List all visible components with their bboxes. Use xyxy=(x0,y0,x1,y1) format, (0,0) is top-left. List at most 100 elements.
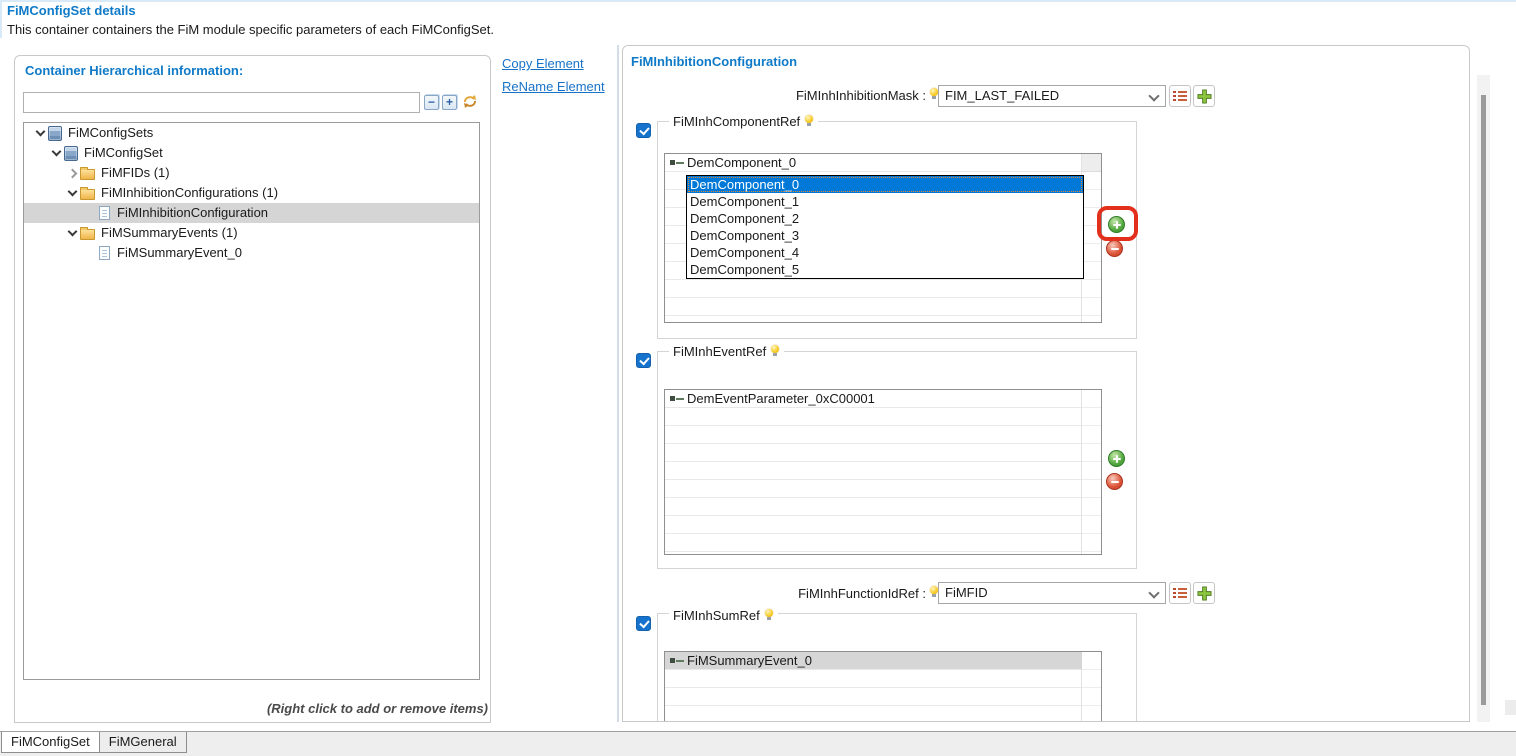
inhibition-mask-select[interactable]: FIM_LAST_FAILED xyxy=(938,85,1166,107)
lightbulb-icon xyxy=(770,345,780,358)
table-scroll-column xyxy=(1081,390,1101,554)
chevron-expanded-icon[interactable] xyxy=(66,226,80,240)
left-border xyxy=(0,0,2,38)
tree-item-label: FiMSummaryEvents (1) xyxy=(101,225,238,240)
dropdown-option[interactable]: DemComponent_0 xyxy=(687,176,1083,193)
dropdown-option[interactable]: DemComponent_3 xyxy=(690,228,800,243)
lightbulb-icon xyxy=(929,586,939,599)
tree-item-fimsummaryevent-0[interactable]: FiMSummaryEvent_0 xyxy=(24,243,479,263)
tree-item-label: FiMConfigSets xyxy=(68,125,154,140)
annotation-highlight xyxy=(1097,206,1138,241)
inhibition-mask-value: FIM_LAST_FAILED xyxy=(945,88,1060,103)
tree-item-fiminhibitionconfiguration[interactable]: FiMInhibitionConfiguration xyxy=(24,203,479,223)
dropdown-option[interactable]: DemComponent_4 xyxy=(690,245,800,260)
table-scroll-column xyxy=(1081,154,1101,322)
function-id-ref-value: FiMFID xyxy=(945,585,988,600)
inhibition-configuration-panel: FiMInhibitionConfiguration FiMInhInhibit… xyxy=(622,45,1470,722)
tree-item-fiminhibitionconfigurations-1[interactable]: FiMInhibitionConfigurations (1) xyxy=(24,183,479,203)
dropdown-option[interactable]: DemComponent_5 xyxy=(690,262,800,277)
table-grid xyxy=(665,390,1082,554)
chevron-collapsed-icon[interactable] xyxy=(66,166,80,180)
tree-item-label: FiMInhibitionConfiguration xyxy=(117,205,269,220)
reference-icon xyxy=(670,394,684,403)
sum-ref-checkbox[interactable] xyxy=(636,616,651,631)
event-ref-add-button[interactable] xyxy=(1108,450,1125,467)
page-description: This container containers the FiM module… xyxy=(7,22,494,37)
event-ref-legend: FiMInhEventRef xyxy=(669,344,785,359)
component-ref-add-button[interactable] xyxy=(1108,216,1125,233)
folder-icon xyxy=(80,187,95,200)
page-title: FiMConfigSet details xyxy=(7,3,136,18)
inhibition-configuration-title: FiMInhibitionConfiguration xyxy=(631,54,798,69)
list-icon xyxy=(1173,588,1187,598)
top-border xyxy=(0,0,1516,2)
chevron-expanded-icon[interactable] xyxy=(34,126,48,140)
tree-item-fimconfigsets[interactable]: FiMConfigSets xyxy=(24,123,479,143)
event-ref-remove-button[interactable] xyxy=(1106,473,1123,490)
tree-filter-input[interactable] xyxy=(23,92,420,113)
tree-item-label: FiMConfigSet xyxy=(84,145,163,160)
event-ref-table[interactable]: DemEventParameter_0xC00001 xyxy=(664,389,1102,555)
tree-item-label: FiMSummaryEvent_0 xyxy=(117,245,242,260)
sum-ref-table[interactable]: FiMSummaryEvent_0 xyxy=(664,651,1102,721)
expand-all-button[interactable]: + xyxy=(442,95,457,110)
chevron-expanded-icon[interactable] xyxy=(50,146,64,160)
reference-icon xyxy=(670,656,684,665)
chevron-down-icon xyxy=(1148,90,1160,102)
collapse-all-button[interactable]: − xyxy=(424,95,439,110)
hierarchy-panel-title: Container Hierarchical information: xyxy=(25,63,244,78)
refresh-icon[interactable] xyxy=(461,93,479,110)
dropdown-option[interactable]: DemComponent_1 xyxy=(690,194,800,209)
component-ref-checkbox[interactable] xyxy=(636,123,651,138)
function-id-ref-select[interactable]: FiMFID xyxy=(938,582,1166,604)
folder-icon xyxy=(80,167,95,180)
tree-item-fimsummaryevents-1[interactable]: FiMSummaryEvents (1) xyxy=(24,223,479,243)
mask-add-button[interactable] xyxy=(1193,85,1215,107)
list-icon xyxy=(1173,91,1187,101)
chevron-expanded-icon[interactable] xyxy=(66,186,80,200)
lightbulb-icon xyxy=(764,609,774,622)
container-hierarchy-panel: Container Hierarchical information: − + … xyxy=(14,55,491,723)
document-icon xyxy=(99,246,110,260)
plus-icon xyxy=(1196,88,1212,104)
module-icon xyxy=(48,125,62,141)
rename-element-link[interactable]: ReName Element xyxy=(502,79,605,94)
panel-divider xyxy=(617,45,619,722)
vertical-scrollbar[interactable] xyxy=(1477,75,1490,722)
table-row[interactable]: DemComponent_0 xyxy=(665,154,796,171)
sum-ref-legend: FiMInhSumRef xyxy=(669,608,778,623)
module-icon xyxy=(64,145,78,161)
table-row[interactable]: DemEventParameter_0xC00001 xyxy=(665,390,875,407)
tree-item-label: FiMFIDs (1) xyxy=(101,165,170,180)
tree-item-fimconfigset[interactable]: FiMConfigSet xyxy=(24,143,479,163)
tab-fimgeneral[interactable]: FiMGeneral xyxy=(98,732,187,753)
function-id-list-button[interactable] xyxy=(1169,582,1191,604)
scrollbar-thumb[interactable] xyxy=(1481,95,1486,705)
lightbulb-icon xyxy=(929,88,939,101)
component-ref-legend: FiMInhComponentRef xyxy=(669,114,819,129)
tab-bar-border xyxy=(0,731,1516,732)
function-id-ref-label: FiMInhFunctionIdRef : xyxy=(798,586,926,601)
folder-icon xyxy=(80,227,95,240)
chevron-down-icon xyxy=(1148,587,1160,599)
tab-fimconfigset[interactable]: FiMConfigSet xyxy=(1,732,100,753)
function-id-add-button[interactable] xyxy=(1193,582,1215,604)
scrollbar-corner xyxy=(1505,700,1516,715)
tree-item-label: FiMInhibitionConfigurations (1) xyxy=(101,185,279,200)
event-ref-checkbox[interactable] xyxy=(636,353,651,368)
table-row[interactable]: FiMSummaryEvent_0 xyxy=(665,652,1082,669)
document-icon xyxy=(99,206,110,220)
component-ref-remove-button[interactable] xyxy=(1106,240,1123,257)
tree-footnote: (Right click to add or remove items) xyxy=(266,701,488,716)
tree-item-fimfids-1[interactable]: FiMFIDs (1) xyxy=(24,163,479,183)
copy-element-link[interactable]: Copy Element xyxy=(502,56,584,71)
reference-icon xyxy=(670,158,684,167)
lightbulb-icon xyxy=(804,115,814,128)
dropdown-option[interactable]: DemComponent_2 xyxy=(690,211,800,226)
plus-icon xyxy=(1196,585,1212,601)
mask-list-button[interactable] xyxy=(1169,85,1191,107)
table-scroll-column xyxy=(1081,652,1101,721)
